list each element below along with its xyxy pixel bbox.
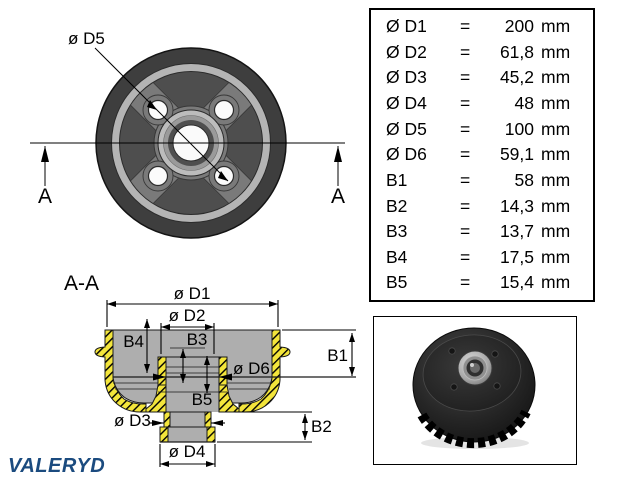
section-marker-a-left-label: A — [38, 185, 52, 208]
d3-label: ø D3 — [114, 411, 151, 430]
dim-label: Ø D1 — [386, 16, 427, 37]
dim-unit: mm — [541, 246, 571, 267]
d6-label: ø D6 — [233, 359, 270, 378]
dim-value: 200 — [504, 16, 534, 37]
dim-value: 100 — [504, 118, 534, 139]
section-hatched-walls — [94, 329, 291, 413]
drum-hub — [457, 350, 493, 386]
dim-unit: mm — [541, 272, 571, 293]
d5-dimension-leader — [94, 47, 229, 182]
d4-label: ø D4 — [169, 442, 206, 461]
dim-value: 13,7 — [499, 221, 534, 242]
dim-label: B4 — [386, 246, 408, 267]
dim-value: 17,5 — [499, 246, 534, 267]
dim-unit: mm — [541, 16, 571, 37]
equals-sign: = — [460, 67, 471, 88]
dim-value: 45,2 — [499, 67, 534, 88]
drum-ribs — [417, 409, 531, 449]
equals-sign: = — [460, 246, 471, 267]
equals-sign: = — [460, 272, 471, 293]
section-marker-right: A — [331, 146, 345, 208]
section-dimension-arrows — [107, 301, 355, 467]
equals-sign: = — [460, 41, 471, 62]
table-row: B3 = 13,7 mm — [371, 223, 593, 241]
table-row: B2 = 14,3 mm — [371, 195, 593, 216]
dim-label: B3 — [386, 221, 408, 242]
drum-section-view: A-A ø D1 ø D2 B4 B3 B5 ø D6 B1 B2 ø D3 ø… — [64, 272, 356, 467]
dim-label: Ø D2 — [386, 41, 427, 62]
section-marker-left: A — [38, 146, 52, 208]
equals-sign: = — [460, 16, 471, 37]
dim-value: 58 — [514, 169, 534, 190]
dim-value: 14,3 — [499, 195, 534, 216]
dimension-table: Ø D1 = 200 mm Ø D2 = 61,8 mm Ø D3 = 45,2 mm Ø D4 =… — [369, 8, 595, 302]
equals-sign: = — [460, 169, 471, 190]
table-row: Ø D4 = 48 mm — [371, 93, 593, 113]
dim-label: B2 — [386, 195, 408, 216]
dim-value: 61,8 — [499, 41, 534, 62]
dim-label: Ø D6 — [386, 144, 427, 165]
drum-front-view: ø D5 A A — [30, 29, 345, 239]
table-row: Ø D2 = 61,8 mm — [371, 41, 593, 62]
dim-label: Ø D4 — [386, 93, 427, 113]
d5-dimension-label: ø D5 — [68, 29, 105, 48]
b4-label: B4 — [123, 332, 144, 351]
table-row: B5 = 15,4 mm — [371, 274, 593, 292]
b1-label: B1 — [327, 346, 348, 365]
dim-unit: mm — [541, 169, 571, 190]
brake-drum-photo — [412, 327, 536, 449]
dim-label: Ø D5 — [386, 118, 427, 139]
dim-label: Ø D3 — [386, 67, 427, 88]
dim-value: 15,4 — [499, 272, 534, 293]
dim-label: B1 — [386, 169, 408, 190]
product-photo-frame — [373, 316, 577, 465]
table-row: Ø D6 = 59,1 mm — [371, 146, 593, 164]
dim-unit: mm — [541, 93, 571, 113]
dim-value: 48 — [514, 93, 534, 113]
equals-sign: = — [460, 144, 471, 165]
dim-unit: mm — [541, 67, 571, 88]
photo-bolt-holes — [448, 347, 501, 391]
valeryd-logo: VALERYD — [8, 455, 106, 477]
equals-sign: = — [460, 195, 471, 216]
table-row: Ø D1 = 200 mm — [371, 18, 593, 36]
dim-unit: mm — [541, 144, 571, 165]
section-detail-lines — [113, 347, 356, 443]
d2-label: ø D2 — [169, 306, 206, 325]
equals-sign: = — [460, 93, 471, 113]
section-hub — [145, 356, 240, 443]
dim-unit: mm — [541, 195, 571, 216]
table-row: Ø D3 = 45,2 mm — [371, 69, 593, 87]
equals-sign: = — [460, 221, 471, 242]
table-row: B1 = 58 mm — [371, 169, 593, 190]
section-title: A-A — [64, 272, 99, 295]
section-marker-a-right-label: A — [331, 185, 345, 208]
dim-label: B5 — [386, 272, 408, 293]
b2-label: B2 — [311, 417, 332, 436]
table-row: B4 = 17,5 mm — [371, 246, 593, 267]
d1-label: ø D1 — [174, 284, 211, 303]
b3-label: B3 — [187, 330, 208, 349]
equals-sign: = — [460, 118, 471, 139]
table-row: Ø D5 = 100 mm — [371, 118, 593, 139]
dim-unit: mm — [541, 118, 571, 139]
dim-value: 59,1 — [499, 144, 534, 165]
b5-label: B5 — [192, 390, 213, 409]
dim-unit: mm — [541, 221, 571, 242]
dim-unit: mm — [541, 41, 571, 62]
